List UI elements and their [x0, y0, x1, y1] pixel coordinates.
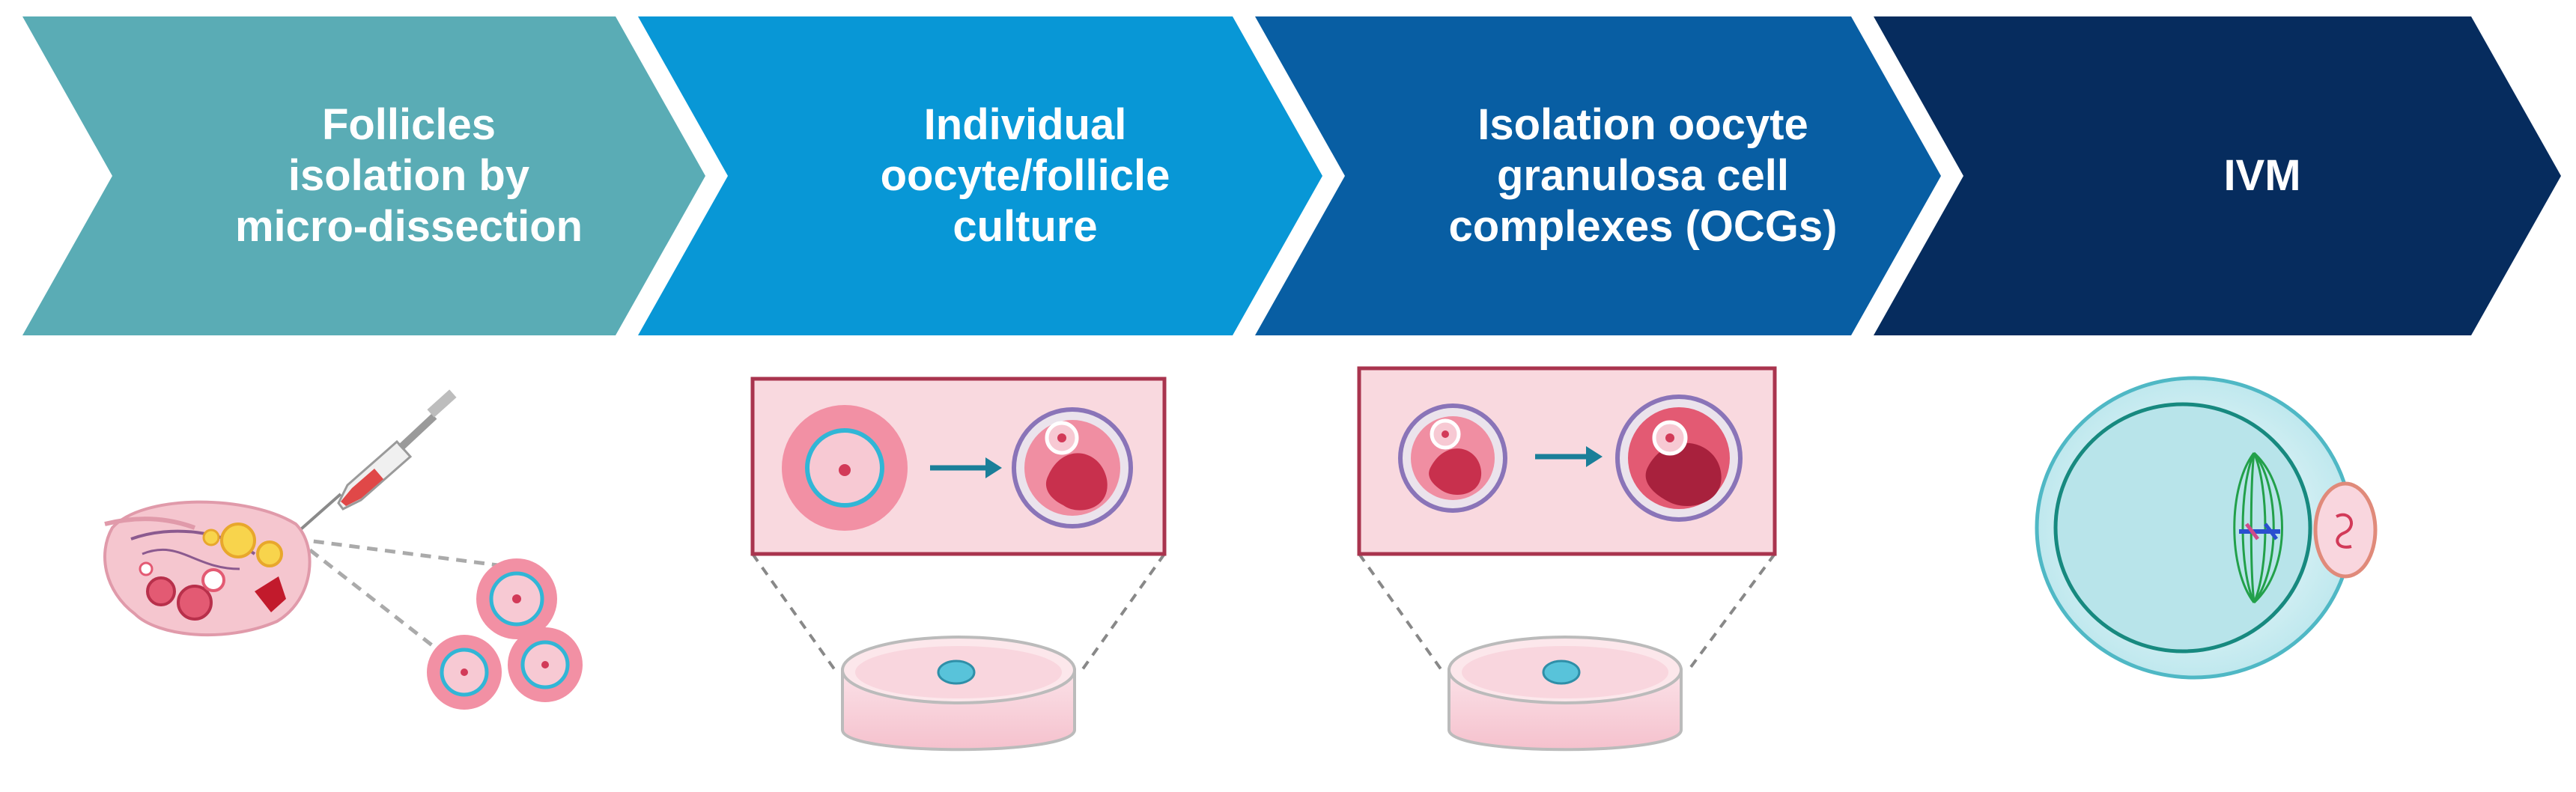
- step-3-label: Isolation oocyte granulosa cell complexe…: [1345, 22, 1941, 329]
- meiotic-spindle-icon: [2233, 451, 2283, 604]
- step-1-chevron: [22, 16, 705, 335]
- step-1-line-3: micro-dissection: [234, 201, 583, 251]
- polar-body: [2313, 481, 2378, 579]
- step-2-line-3: culture: [953, 201, 1098, 251]
- isolated-follicles-icon: [427, 558, 583, 710]
- ovary-icon: [103, 500, 312, 637]
- step-2-line-1: Individual: [923, 100, 1127, 150]
- step-2-chevron: [638, 16, 1322, 335]
- step-3-line-1: Isolation oocyte: [1477, 100, 1808, 150]
- step-4-chevron: [1874, 16, 2561, 335]
- follicle-culture-illustration: [750, 377, 1167, 752]
- step-1-label: Follicles isolation by micro-dissection: [112, 22, 705, 329]
- syringe-icon: [282, 389, 457, 546]
- step-4-label: IVM: [1963, 22, 2561, 329]
- step-4-line-1: IVM: [2223, 151, 2301, 201]
- step-3-line-3: complexes (OCGs): [1448, 201, 1838, 251]
- step-3-chevron: [1255, 16, 1941, 335]
- ovary-syringe-illustration: [103, 389, 583, 710]
- step-1-line-1: Follicles: [321, 100, 496, 150]
- petri-dish-icon: [1448, 636, 1683, 752]
- step-2-line-2: oocyte/follicle: [880, 151, 1170, 201]
- step-3-line-2: granulosa cell: [1496, 151, 1789, 201]
- oocyte-cytoplasm: [2053, 402, 2312, 654]
- ocg-culture-illustration: [1357, 366, 1777, 752]
- step-2-label: Individual oocyte/follicle culture: [728, 22, 1322, 329]
- ivm-oocyte-illustration: [2035, 376, 2378, 680]
- petri-dish-icon: [841, 636, 1076, 752]
- step-1-line-2: isolation by: [288, 151, 530, 201]
